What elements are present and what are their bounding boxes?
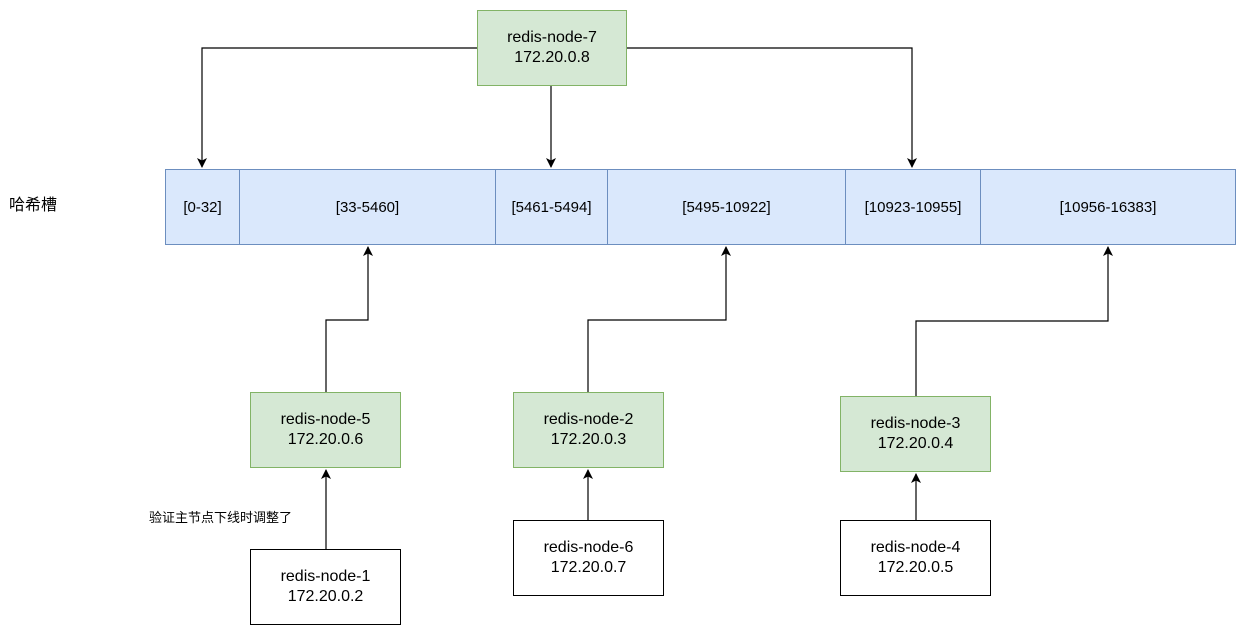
node-ip: 172.20.0.5 bbox=[877, 559, 954, 576]
note-label: 验证主节点下线时调整了 bbox=[149, 510, 293, 525]
arrow-node7-to-slot-0-32 bbox=[197, 47, 477, 168]
arrow-node5-to-slot-33-5460 bbox=[325, 246, 373, 392]
hash-slot-bar: [0-32] [33-5460] [5461-5494] [5495-10922… bbox=[165, 169, 1236, 245]
node-name: redis-node-6 bbox=[543, 539, 634, 556]
node-ip: 172.20.0.8 bbox=[514, 49, 590, 66]
slot-cell: [33-5460] bbox=[239, 169, 496, 245]
node-name: redis-node-4 bbox=[870, 539, 961, 556]
node-name: redis-node-3 bbox=[870, 415, 961, 432]
node-name: redis-node-7 bbox=[507, 29, 597, 46]
arrow-node7-to-slot-10923-10955 bbox=[626, 47, 917, 168]
arrow-node2-to-slot-5495-10922 bbox=[587, 246, 731, 392]
node-redis-4: redis-node-4 172.20.0.5 bbox=[840, 520, 991, 596]
arrow-node3-to-slot-10956-16383 bbox=[915, 246, 1113, 396]
slot-cell: [0-32] bbox=[165, 169, 240, 245]
node-ip: 172.20.0.6 bbox=[287, 431, 364, 448]
node-redis-1: redis-node-1 172.20.0.2 bbox=[250, 549, 401, 625]
slot-cell: [5461-5494] bbox=[495, 169, 608, 245]
node-redis-2: redis-node-2 172.20.0.3 bbox=[513, 392, 664, 468]
node-ip: 172.20.0.7 bbox=[550, 559, 627, 576]
slot-cell: [5495-10922] bbox=[607, 169, 846, 245]
slot-cell: [10923-10955] bbox=[845, 169, 981, 245]
node-redis-3: redis-node-3 172.20.0.4 bbox=[840, 396, 991, 472]
node-name: redis-node-2 bbox=[543, 411, 634, 428]
node-name: redis-node-1 bbox=[280, 568, 371, 585]
slot-cell: [10956-16383] bbox=[980, 169, 1236, 245]
hash-slot-label: 哈希槽 bbox=[9, 197, 58, 214]
node-ip: 172.20.0.4 bbox=[877, 435, 954, 452]
node-ip: 172.20.0.2 bbox=[287, 588, 364, 605]
node-redis-5: redis-node-5 172.20.0.6 bbox=[250, 392, 401, 468]
node-name: redis-node-5 bbox=[280, 411, 371, 428]
node-ip: 172.20.0.3 bbox=[550, 431, 627, 448]
node-redis-6: redis-node-6 172.20.0.7 bbox=[513, 520, 664, 596]
node-redis-7: redis-node-7 172.20.0.8 bbox=[477, 10, 627, 86]
